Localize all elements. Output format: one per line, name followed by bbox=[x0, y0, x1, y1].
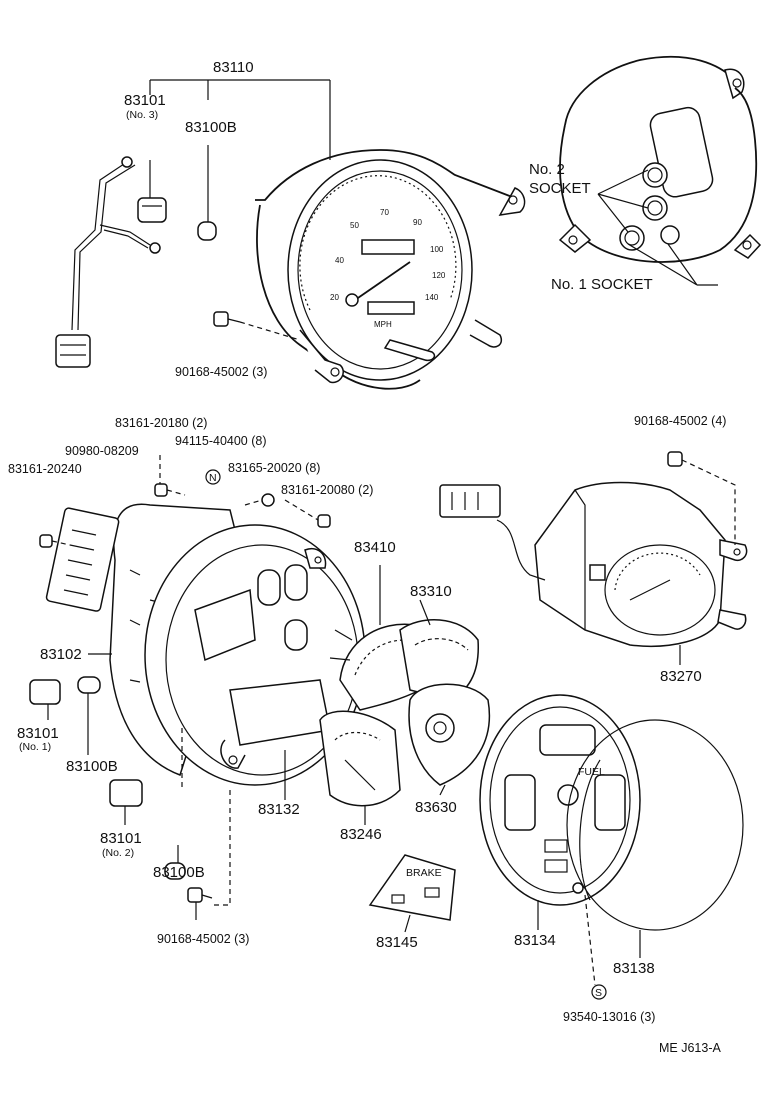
label-83161-20240: 83161-20240 bbox=[8, 462, 82, 476]
indicator-plate: BRAKE bbox=[368, 854, 456, 921]
label-83102: 83102 bbox=[40, 646, 82, 663]
n-symbol-circle bbox=[205, 469, 221, 485]
label-93540: 93540-13016 (3) bbox=[563, 1010, 655, 1024]
reference-code: ME J613-A bbox=[659, 1041, 721, 1055]
speedometer-back-view bbox=[558, 55, 762, 286]
label-83161-20080: 83161-20080 (2) bbox=[281, 483, 373, 497]
no2-socket-b bbox=[642, 195, 668, 221]
label-83100b-top: 83100B bbox=[185, 119, 237, 136]
socket-no2 bbox=[109, 779, 143, 825]
bulb-mid bbox=[77, 676, 101, 755]
svg-text:90: 90 bbox=[413, 218, 422, 227]
no1-socket-b bbox=[660, 225, 680, 245]
label-83246: 83246 bbox=[340, 826, 382, 843]
label-90168-top: 90168-45002 (3) bbox=[175, 365, 267, 379]
label-83101-top: 83101 bbox=[124, 92, 166, 109]
svg-text:FUEL: FUEL bbox=[578, 766, 605, 778]
label-90980: 90980-08209 bbox=[65, 444, 139, 458]
label-no2-socket-a: No. 2 bbox=[529, 161, 565, 178]
label-83101-no1-sub: (No. 1) bbox=[19, 741, 51, 753]
speedometer-dial bbox=[287, 159, 473, 381]
svg-text:140: 140 bbox=[425, 293, 439, 302]
label-83100b-mid: 83100B bbox=[66, 758, 118, 775]
screw-bottom bbox=[181, 728, 231, 920]
face-plate: FUEL bbox=[479, 694, 641, 906]
label-90168-right: 90168-45002 (4) bbox=[634, 414, 726, 428]
svg-text:120: 120 bbox=[432, 271, 446, 280]
wiring-harness bbox=[55, 156, 161, 368]
label-83410: 83410 bbox=[354, 539, 396, 556]
part-labels: 83110 83101 (No. 3) 83100B 90168-45002 (… bbox=[8, 59, 726, 1055]
svg-text:50: 50 bbox=[350, 221, 359, 230]
tachometer-assembly bbox=[439, 451, 748, 648]
bulb-top bbox=[197, 145, 217, 241]
label-83101-top-sub: (No. 3) bbox=[126, 109, 158, 121]
glass-cover bbox=[566, 719, 744, 986]
svg-text:70: 70 bbox=[380, 208, 389, 217]
s-symbol-circle bbox=[591, 984, 607, 1000]
label-83138: 83138 bbox=[613, 960, 655, 977]
s-symbol: S bbox=[595, 987, 602, 999]
no2-socket-a bbox=[642, 162, 668, 188]
brake-text: BRAKE bbox=[406, 867, 442, 879]
odometer-window bbox=[361, 239, 415, 255]
tach-connector bbox=[439, 484, 501, 518]
label-83161-20180: 83161-20180 (2) bbox=[115, 416, 207, 430]
label-83100b-low: 83100B bbox=[153, 864, 205, 881]
socket-no3 bbox=[137, 160, 167, 223]
label-no2-socket-b: SOCKET bbox=[529, 180, 591, 197]
label-83110: 83110 bbox=[213, 59, 254, 76]
label-no1-socket: No. 1 SOCKET bbox=[551, 276, 653, 293]
svg-text:20: 20 bbox=[330, 293, 339, 302]
svg-text:100: 100 bbox=[430, 245, 444, 254]
screw-top bbox=[213, 311, 301, 341]
wire-connector bbox=[45, 507, 120, 612]
no1-socket-a bbox=[619, 225, 645, 251]
gauge-83246 bbox=[319, 710, 401, 807]
harness-connector bbox=[55, 334, 91, 368]
label-83165: 83165-20020 (8) bbox=[228, 461, 320, 475]
svg-text:40: 40 bbox=[335, 256, 344, 265]
socket-no1 bbox=[29, 679, 61, 720]
label-83101-no2-sub: (No. 2) bbox=[102, 847, 134, 859]
bulb-low bbox=[164, 845, 186, 880]
label-83310: 83310 bbox=[410, 583, 452, 600]
gauge-83630 bbox=[408, 683, 490, 796]
label-83101-no2: 83101 bbox=[100, 830, 142, 847]
speedometer-assembly: 20 40 50 70 90 100 120 140 MPH bbox=[149, 79, 526, 390]
label-83134: 83134 bbox=[514, 932, 556, 949]
label-83630: 83630 bbox=[415, 799, 457, 816]
cluster-housing bbox=[39, 455, 366, 786]
n-symbol: N bbox=[209, 472, 217, 484]
label-83132: 83132 bbox=[258, 801, 300, 818]
mph-text: MPH bbox=[374, 320, 392, 329]
label-83101-no1: 83101 bbox=[17, 725, 59, 742]
label-90168-bottom: 90168-45002 (3) bbox=[157, 932, 249, 946]
label-83270: 83270 bbox=[660, 668, 702, 685]
label-83145: 83145 bbox=[376, 934, 418, 951]
label-94115: 94115-40400 (8) bbox=[175, 434, 267, 448]
